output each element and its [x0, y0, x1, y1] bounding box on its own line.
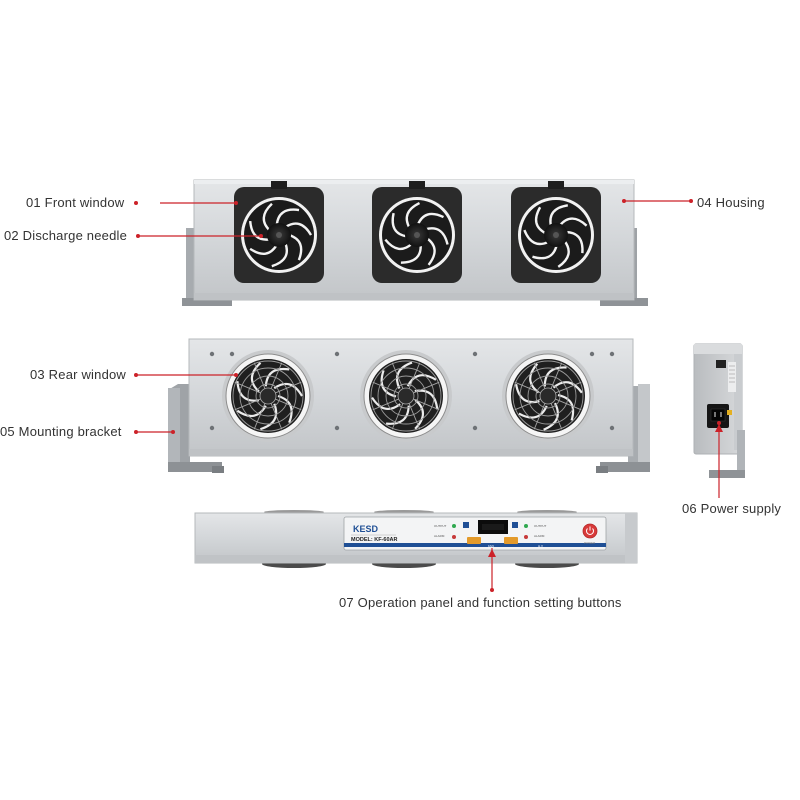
output-left-label: OUTPUT [434, 524, 447, 528]
output-right-label: OUTPUT [534, 524, 547, 528]
model-label: MODEL: KF-60AR [351, 537, 397, 543]
rear-window-group [222, 350, 594, 442]
control-panel: KESD MODEL: KF-60AR OUTPUT ALARM OUTPUT … [343, 516, 607, 551]
callout-power-supply: 06 Power supply [682, 501, 782, 516]
rear-screws [209, 351, 615, 431]
rear-window-fan [222, 350, 314, 442]
fan-blades [249, 202, 313, 268]
alarm-right-led [524, 535, 528, 539]
fan-blades [523, 204, 588, 268]
front-window-fan [511, 181, 601, 283]
callout-housing: 04 Housing [697, 195, 765, 210]
hv-adjust-button[interactable] [504, 537, 518, 544]
power-label: POWER [584, 541, 596, 545]
rear-view [168, 338, 650, 473]
screw [589, 351, 595, 357]
front-window-fan [372, 181, 462, 283]
screw [209, 351, 215, 357]
callout-front-window: 01 Front window [26, 195, 125, 210]
screw [472, 425, 478, 431]
fan-blades [384, 202, 449, 266]
screw [609, 425, 615, 431]
fan-adjust-button[interactable] [467, 537, 481, 544]
callout-rear-window: 03 Rear window [30, 367, 127, 382]
alarm-right-label: ALARM [534, 534, 545, 538]
screw [334, 351, 340, 357]
callout-lines [134, 199, 723, 592]
front-view [182, 179, 648, 306]
callout-discharge-needle: 02 Discharge needle [4, 228, 128, 243]
output-right-led [524, 524, 528, 528]
power-switch[interactable] [716, 360, 726, 368]
right-select-button[interactable] [512, 522, 518, 528]
callout-operation-panel: 07 Operation panel and function setting … [339, 595, 622, 610]
mounting-bracket-left [168, 384, 224, 473]
screw [209, 425, 215, 431]
mounting-bracket-right [596, 384, 650, 473]
power-button[interactable] [582, 523, 598, 539]
rear-window-fan [360, 350, 452, 442]
brand-logo: KESD [353, 524, 379, 534]
left-select-button[interactable] [463, 522, 469, 528]
panel-view: KESD MODEL: KF-60AR OUTPUT ALARM OUTPUT … [194, 510, 638, 568]
output-left-led [452, 524, 456, 528]
rear-window-fan [502, 350, 594, 442]
hv-label: H.V [538, 544, 543, 548]
screw [229, 351, 235, 357]
screw [472, 351, 478, 357]
alarm-left-label: ALARM [434, 534, 445, 538]
alarm-left-led [452, 535, 456, 539]
screw [334, 425, 340, 431]
side-view [693, 343, 745, 478]
fan-label: FAN [488, 544, 494, 548]
screw [609, 351, 615, 357]
callout-mounting-bracket: 05 Mounting bracket [0, 424, 122, 439]
front-window-group [234, 181, 601, 283]
front-window-fan [234, 181, 324, 283]
